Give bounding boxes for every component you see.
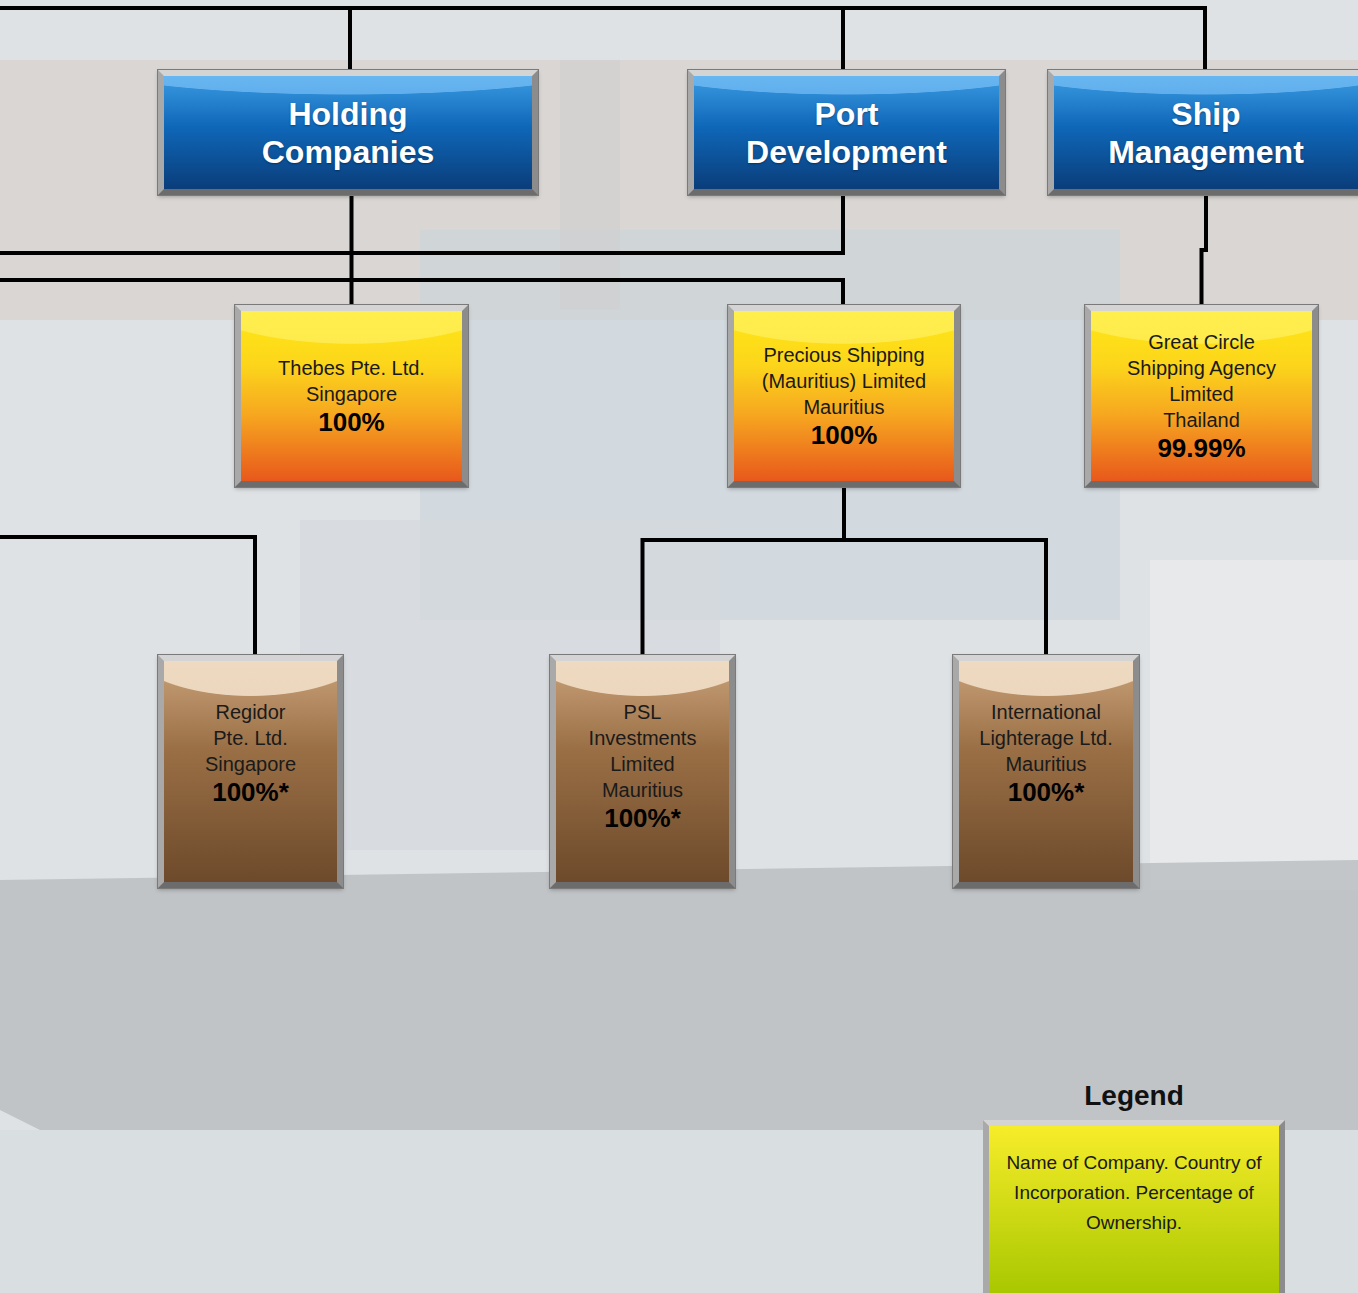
company-name: Regidor Pte. Ltd. [197, 699, 305, 751]
sub-subsidiary-box: PSL Investments LimitedMauritius100%* [550, 655, 735, 888]
text-group: Great Circle Shipping Agency LimitedThai… [1109, 329, 1294, 463]
company-name: Thebes Pte. Ltd. [278, 355, 425, 381]
ownership-percent: 100% [318, 407, 385, 437]
ownership-percent: 99.99% [1157, 433, 1245, 463]
ownership-percent: 100%* [1008, 777, 1085, 807]
subsidiary-box: Thebes Pte. Ltd.Singapore100% [235, 305, 468, 487]
category-header: Ship Management [1048, 70, 1358, 195]
country-name: Mauritius [1005, 751, 1086, 777]
country-name: Mauritius [602, 777, 683, 803]
category-header: Port Development [688, 70, 1005, 195]
sub-subsidiary-box: International Lighterage Ltd.Mauritius10… [953, 655, 1139, 888]
sub-subsidiary-box: Regidor Pte. Ltd.Singapore100%* [158, 655, 343, 888]
header-text: Port Development [727, 95, 967, 171]
branch-line [0, 537, 255, 655]
ownership-connector [350, 195, 354, 305]
text-group: Ship Management [1089, 95, 1324, 171]
ownership-percent: 100%* [212, 777, 289, 807]
category-header: Holding Companies [158, 70, 538, 195]
country-name: Singapore [306, 381, 397, 407]
legend-text: Name of Company. Country of Incorporatio… [999, 1148, 1269, 1238]
text-group: Precious Shipping (Mauritius) LimitedMau… [744, 342, 944, 450]
text-group: Port Development [727, 95, 967, 171]
drop-line [348, 8, 352, 70]
legend-title: Legend [983, 1080, 1285, 1112]
ownership-connector [844, 487, 1046, 655]
ownership-connector [643, 487, 845, 655]
crane-tower [560, 60, 620, 310]
subsidiary-box: Great Circle Shipping Agency LimitedThai… [1085, 305, 1318, 487]
text-group: PSL Investments LimitedMauritius100%* [580, 699, 705, 833]
company-name: Precious Shipping (Mauritius) Limited [744, 342, 944, 394]
subsidiary-box: Precious Shipping (Mauritius) LimitedMau… [728, 305, 960, 487]
text-group: Regidor Pte. Ltd.Singapore100%* [197, 699, 305, 807]
ownership-percent: 100% [811, 420, 878, 450]
legend-swatch-box: Name of Company. Country of Incorporatio… [983, 1120, 1285, 1293]
drop-line [1203, 8, 1207, 70]
ship-superstructure [1150, 560, 1358, 890]
branch-line [0, 195, 843, 253]
text-group: International Lighterage Ltd.Mauritius10… [965, 699, 1127, 807]
parent-bus-line [0, 6, 1207, 10]
country-name: Mauritius [803, 394, 884, 420]
company-name: PSL Investments Limited [580, 699, 705, 777]
header-text: Holding Companies [243, 95, 453, 171]
text-group: Holding Companies [243, 95, 453, 171]
company-name: Great Circle Shipping Agency Limited [1109, 329, 1294, 407]
country-name: Thailand [1163, 407, 1240, 433]
ownership-connector [1202, 195, 1207, 305]
header-text: Ship Management [1089, 95, 1324, 171]
ship-hull [0, 860, 1358, 1140]
country-name: Singapore [205, 751, 296, 777]
ownership-percent: 100%* [604, 803, 681, 833]
drop-line [841, 8, 845, 70]
text-group: Thebes Pte. Ltd.Singapore100% [278, 355, 425, 437]
branch-line [0, 280, 843, 305]
company-name: International Lighterage Ltd. [965, 699, 1127, 751]
